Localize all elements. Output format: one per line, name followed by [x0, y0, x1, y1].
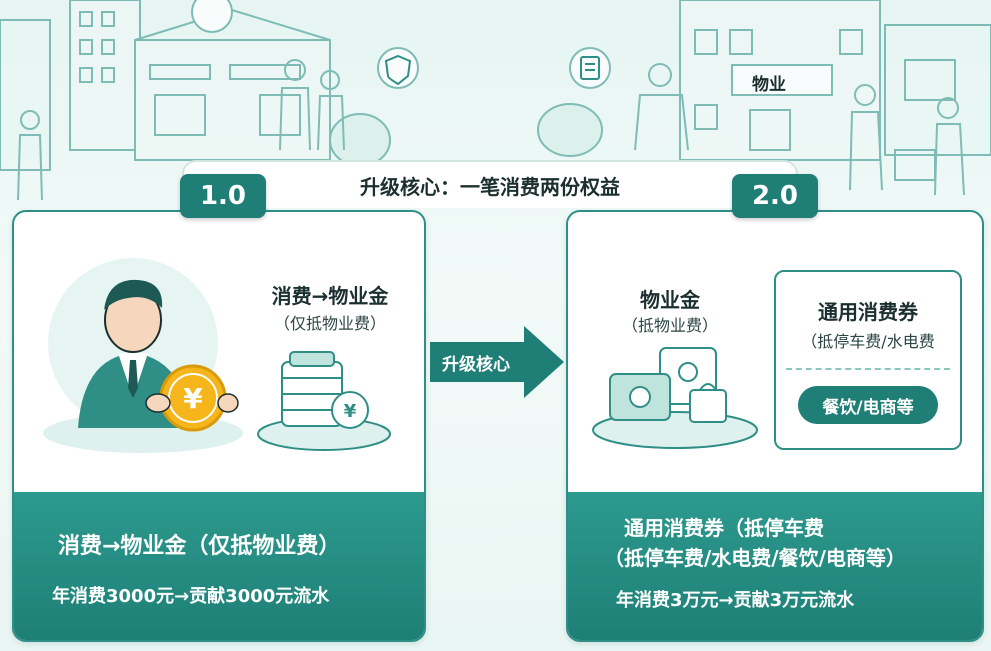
businessman-icon: ¥	[43, 258, 243, 453]
upgrade-arrow: 升级核心	[430, 326, 564, 402]
svg-text:¥: ¥	[183, 382, 203, 415]
right-footer-line1: 通用消费券（抵停车费	[624, 516, 824, 540]
left-footer-line2: 年消费3000元→贡献3000元流水	[52, 586, 330, 607]
coupon-divider	[786, 368, 950, 370]
shopping-bag-icon	[689, 383, 727, 423]
coupon-title: 通用消费券	[818, 300, 918, 324]
version-badge-1: 1.0	[180, 174, 266, 218]
svg-text:¥: ¥	[344, 401, 357, 422]
right-footer-line2: （抵停车费/水电费/餐饮/电商等）	[604, 546, 906, 570]
left-card-sub: （仅抵物业费）	[273, 314, 386, 333]
clipboard-icon	[580, 56, 600, 80]
left-card-title: 消费→物业金	[271, 284, 389, 308]
building-sign: 物业	[752, 75, 786, 95]
coupon-sub: （抵停车费/水电费	[801, 332, 935, 351]
left-footer: 消费→物业金（仅抵物业费） 年消费3000元→贡献3000元流水	[14, 492, 424, 640]
general-coupon-card: 通用消费券 （抵停车费/水电费 餐饮/电商等	[774, 270, 962, 450]
property-fund-title: 物业金	[640, 288, 700, 312]
panel-version-1: ¥ 消费→物业金 （仅抵物业费） ¥ 消费→物业金（仅抵物业费） 年消费3000…	[12, 210, 426, 642]
shield-icon	[384, 54, 412, 86]
version-badge-2: 2.0	[732, 174, 818, 218]
wallet-icon	[592, 347, 758, 449]
arrow-right-icon	[430, 326, 564, 398]
core-banner: 升级核心：一笔消费两份权益	[182, 160, 798, 208]
coupon-category-pill: 餐饮/电商等	[798, 386, 938, 424]
core-banner-title: 升级核心：一笔消费两份权益	[360, 174, 620, 199]
right-footer: 通用消费券（抵停车费 （抵停车费/水电费/餐饮/电商等） 年消费3万元→贡献3万…	[568, 492, 982, 640]
upgrade-arrow-label: 升级核心	[442, 355, 510, 375]
right-footer-line3: 年消费3万元→贡献3万元流水	[616, 590, 855, 611]
property-fund-sub: （抵物业费）	[621, 316, 718, 335]
coin-stack-icon: ¥	[257, 351, 391, 451]
left-footer-line1: 消费→物业金（仅抵物业费）	[58, 534, 341, 559]
